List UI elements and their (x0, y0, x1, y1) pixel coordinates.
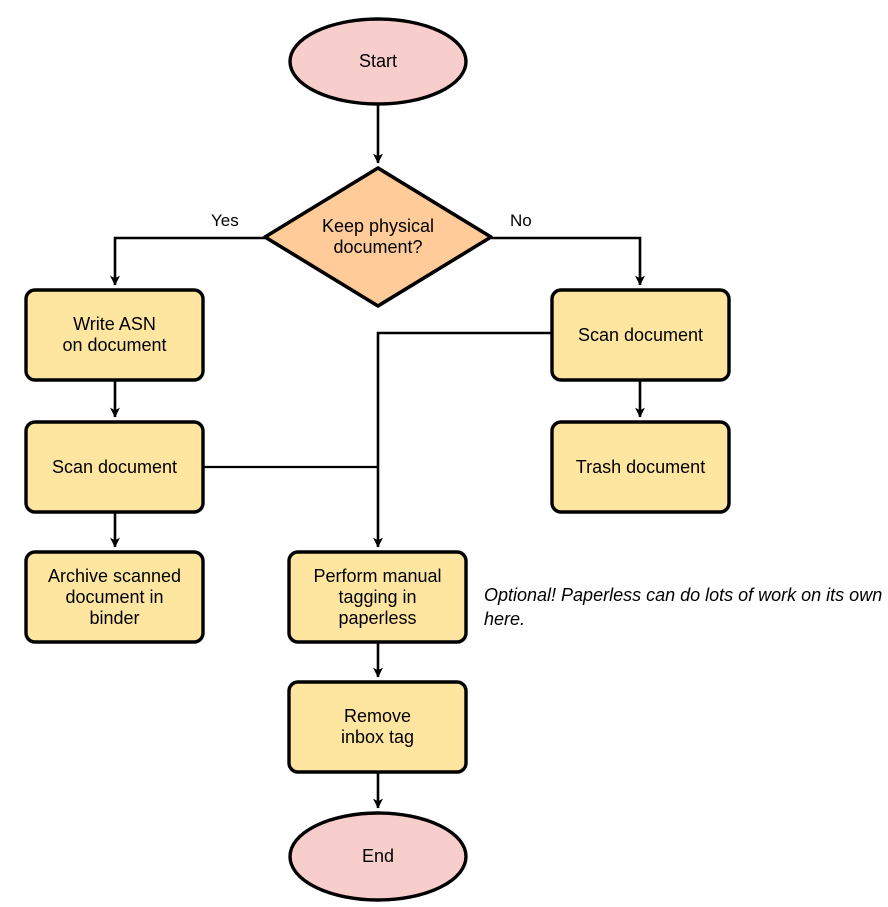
edge-label-yes: Yes (211, 211, 239, 230)
node-shape-end[interactable] (288, 811, 468, 902)
node-shape-group (24, 17, 731, 902)
node-shape-archive-binder[interactable] (24, 550, 205, 644)
node-shape-write-asn[interactable] (24, 288, 205, 382)
edge-decision-no-to-scan-right (491, 236, 645, 286)
edge-group (110, 104, 645, 809)
node-shape-start[interactable] (288, 17, 468, 106)
annotation-optional-note: Optional! Paperless can do lots of work … (484, 585, 883, 629)
node-shape-trash-document[interactable] (550, 420, 731, 514)
node-shape-scan-document-left[interactable] (24, 420, 205, 514)
node-shape-keep-physical[interactable] (263, 166, 493, 308)
node-shape-manual-tagging[interactable] (287, 550, 468, 644)
edge-scan-right-to-manual-tagging (373, 331, 552, 548)
edge-label-no: No (510, 211, 532, 230)
node-shape-scan-document-right[interactable] (550, 288, 731, 382)
node-shape-remove-inbox-tag[interactable] (287, 680, 468, 774)
edge-decision-yes-to-write-asn (110, 236, 265, 286)
